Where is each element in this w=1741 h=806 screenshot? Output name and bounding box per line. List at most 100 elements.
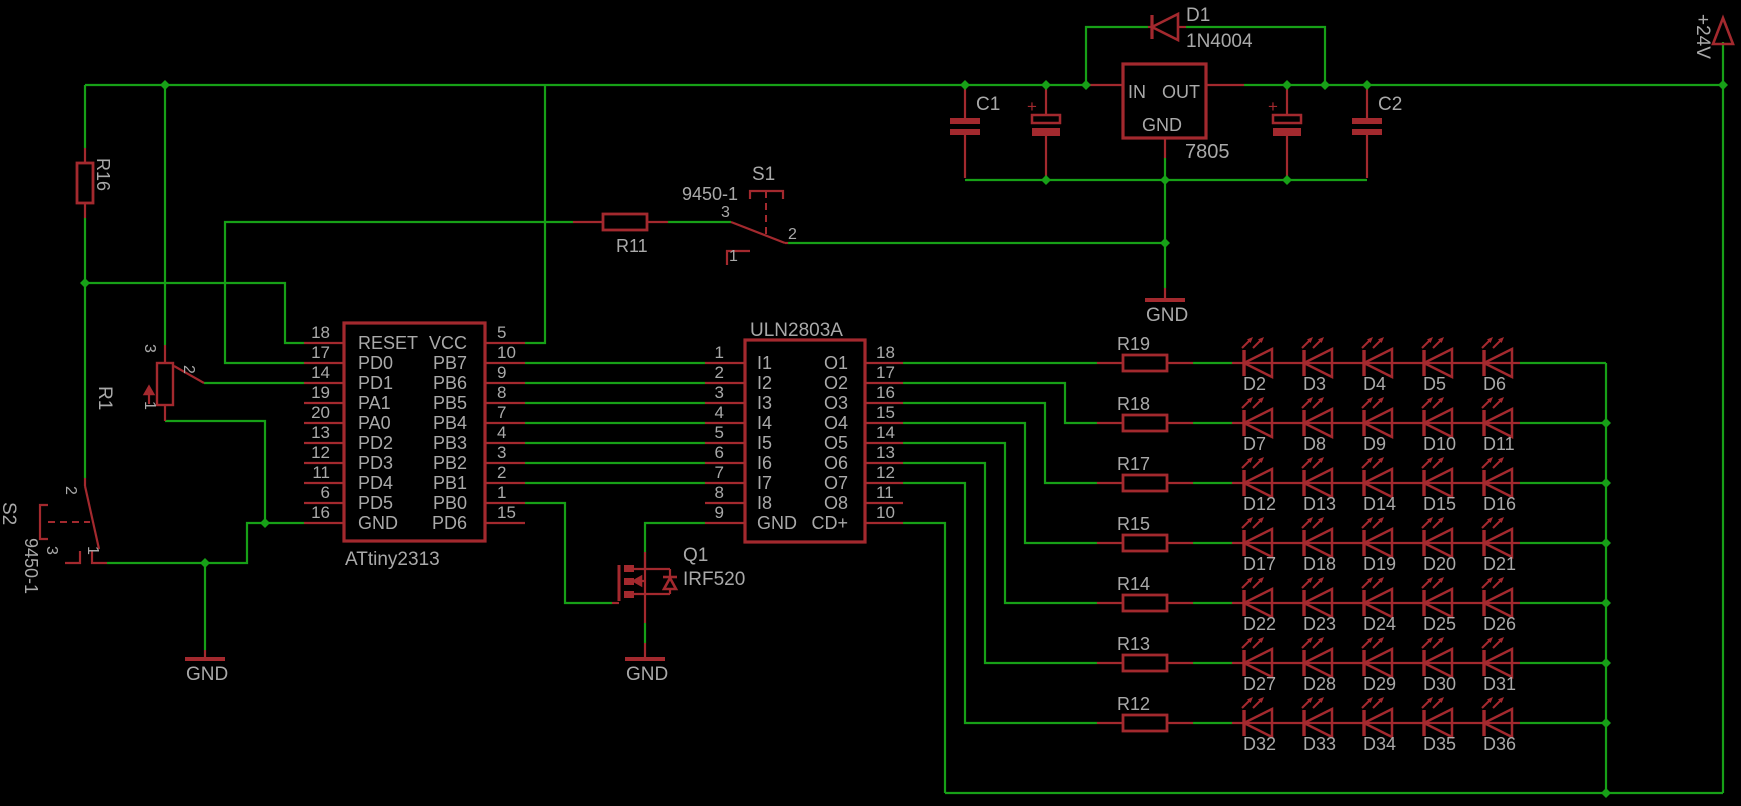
net-o2[interactable] — [903, 381, 1097, 425]
led-D33[interactable] — [1301, 706, 1334, 740]
led-D15[interactable] — [1421, 466, 1454, 500]
led-D22[interactable] — [1241, 586, 1274, 620]
capacitor-C-pol-out[interactable] — [1271, 113, 1303, 125]
led-D4[interactable] — [1361, 346, 1394, 380]
led-D27[interactable] — [1241, 646, 1274, 680]
net-s2-gnd[interactable] — [107, 521, 265, 565]
7805-body[interactable] — [1121, 62, 1208, 140]
capacitor-C-pol-in[interactable] — [1032, 128, 1060, 136]
led-D22-ray-head — [1247, 577, 1253, 583]
capacitor-C2[interactable] — [1352, 118, 1382, 124]
led-D18[interactable] — [1301, 526, 1334, 560]
pin-name-uln2803a-I2: I2 — [757, 373, 772, 393]
led-D29[interactable] — [1361, 646, 1394, 680]
pin-number-attiny2313-2: 2 — [497, 463, 506, 482]
s2-pin1-bracket[interactable] — [90, 551, 107, 565]
resistor-R14[interactable] — [1121, 593, 1169, 613]
led-D17-ray-head — [1258, 517, 1264, 523]
net-d1-left[interactable] — [1084, 25, 1148, 85]
led-D6[interactable] — [1481, 346, 1514, 380]
capacitor-C-pol-out[interactable] — [1273, 128, 1301, 136]
net-d1-right[interactable] — [1186, 25, 1327, 85]
resistor-R11[interactable] — [601, 212, 649, 232]
net-o3[interactable] — [903, 401, 1097, 485]
s2-actuator[interactable] — [38, 503, 48, 541]
resistor-R12[interactable] — [1121, 713, 1169, 733]
resistor-R13[interactable] — [1121, 653, 1169, 673]
resistor-R17[interactable] — [1121, 473, 1169, 493]
led-D12[interactable] — [1241, 466, 1274, 500]
net-reset[interactable] — [85, 281, 304, 345]
label-OUT: OUT — [1162, 82, 1200, 102]
led-D28[interactable] — [1301, 646, 1334, 680]
resistor-R15[interactable] — [1121, 533, 1169, 553]
supply-24v-arrow[interactable] — [1711, 14, 1735, 46]
led-D36[interactable] — [1481, 706, 1514, 740]
led-D8-ray-head — [1307, 397, 1313, 403]
led-D31[interactable] — [1481, 646, 1514, 680]
led-D5[interactable] — [1421, 346, 1454, 380]
capacitor-C-pol-in[interactable] — [1030, 113, 1062, 125]
net-o6[interactable] — [903, 461, 1097, 665]
led-D7[interactable] — [1241, 406, 1274, 440]
led-D11[interactable] — [1481, 406, 1514, 440]
q1-channel-bar[interactable] — [624, 578, 634, 585]
net-r1-gnd[interactable] — [165, 419, 267, 523]
capacitor-C1[interactable] — [950, 129, 980, 135]
led-D2[interactable] — [1241, 346, 1274, 380]
resistor-R19[interactable] — [1121, 353, 1169, 373]
led-D21[interactable] — [1481, 526, 1514, 560]
r1-wiper[interactable] — [173, 365, 205, 384]
led-D5-ray — [1421, 339, 1431, 349]
s2-contact[interactable] — [83, 485, 101, 550]
pin-name-attiny2313-PD5: PD5 — [358, 493, 393, 513]
led-D10[interactable] — [1421, 406, 1454, 440]
pin-number-uln2803a-12: 12 — [876, 463, 895, 482]
led-D30[interactable] — [1421, 646, 1454, 680]
led-D29-ray — [1372, 639, 1382, 649]
net-pb0-gate[interactable] — [525, 501, 612, 605]
led-D34[interactable] — [1361, 706, 1394, 740]
led-D3[interactable] — [1301, 346, 1334, 380]
label-1N4004: 1N4004 — [1186, 31, 1253, 52]
led-D23[interactable] — [1301, 586, 1334, 620]
led-D16[interactable] — [1481, 466, 1514, 500]
led-D9[interactable] — [1361, 406, 1394, 440]
net-o5[interactable] — [903, 441, 1097, 605]
led-D8[interactable] — [1301, 406, 1334, 440]
led-D19[interactable] — [1361, 526, 1394, 560]
r1-pot-body[interactable] — [155, 361, 175, 407]
q1-body-arrowhead[interactable] — [631, 574, 643, 588]
resistor-R16[interactable] — [75, 161, 95, 205]
led-D32[interactable] — [1241, 706, 1274, 740]
net-pd0-r11[interactable] — [223, 220, 573, 365]
net-uln-gnd-drain[interactable] — [643, 521, 705, 560]
s1-contact[interactable] — [730, 220, 786, 245]
net-o7[interactable] — [903, 481, 1097, 725]
q1-diode-triangle[interactable] — [661, 575, 679, 591]
led-D26[interactable] — [1481, 586, 1514, 620]
d1-triangle[interactable] — [1149, 11, 1180, 43]
led-D17[interactable] — [1241, 526, 1274, 560]
s1-pin1-bracket[interactable] — [725, 249, 750, 265]
led-D2-ray — [1241, 339, 1251, 349]
led-D13[interactable] — [1301, 466, 1334, 500]
led-D20[interactable] — [1421, 526, 1454, 560]
net-cdplus[interactable] — [903, 521, 947, 793]
resistor-R18[interactable] — [1121, 413, 1169, 433]
ic-attiny2313[interactable] — [342, 321, 487, 543]
capacitor-C1[interactable] — [950, 118, 980, 124]
q1-channel-bar[interactable] — [624, 565, 634, 572]
led-D24[interactable] — [1361, 586, 1394, 620]
net-o4[interactable] — [903, 421, 1097, 545]
q1-channel-bar[interactable] — [624, 591, 634, 598]
led-D3-ray-head — [1307, 337, 1313, 343]
led-D14[interactable] — [1361, 466, 1394, 500]
led-D25[interactable] — [1421, 586, 1454, 620]
s2-pin3-bracket[interactable] — [65, 551, 82, 565]
capacitor-C2[interactable] — [1352, 129, 1382, 135]
r1-arrowhead[interactable] — [142, 384, 156, 396]
led-D35[interactable] — [1421, 706, 1454, 740]
ic-uln2803a[interactable] — [743, 338, 867, 544]
net-vcc[interactable] — [525, 85, 547, 345]
